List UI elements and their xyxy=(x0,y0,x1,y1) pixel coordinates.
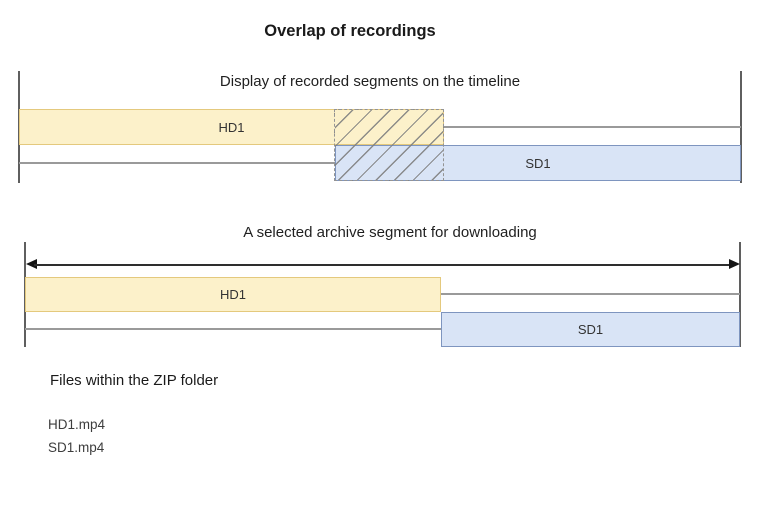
sd1-bar-label: SD1 xyxy=(525,155,551,171)
selection-range-arrow xyxy=(26,259,740,270)
sd1-archive-bar-label: SD1 xyxy=(577,322,604,337)
arrow-shaft xyxy=(34,263,732,266)
sd1-archive-empty-track-line xyxy=(25,328,441,330)
sd1-archive-bar: SD1 xyxy=(441,312,740,347)
diagram-title: Overlap of recordings xyxy=(264,22,436,40)
hd1-archive-bar: HD1 xyxy=(25,277,441,312)
hd1-archive-empty-track-line xyxy=(441,293,740,295)
overlap-hatch-region xyxy=(334,109,444,181)
hd1-empty-track-line xyxy=(444,126,741,128)
arrowhead-right-icon xyxy=(729,259,740,269)
archive-end-boundary xyxy=(739,242,741,347)
zip-section-heading: Files within the ZIP folder xyxy=(50,372,219,389)
hd1-bar-label: HD1 xyxy=(218,119,245,135)
sd1-empty-track-line xyxy=(19,162,335,164)
timeline-recorded-title: Display of recorded segments on the time… xyxy=(219,73,521,90)
zip-file-name-sd1: SD1.mp4 xyxy=(48,440,105,455)
zip-file-name-hd1: HD1.mp4 xyxy=(48,417,106,432)
timeline-archive-title: A selected archive segment for downloadi… xyxy=(243,224,537,241)
arrowhead-left-icon xyxy=(26,259,37,269)
hd1-archive-bar-label: HD1 xyxy=(219,287,246,302)
timeline-end-boundary xyxy=(740,71,742,183)
